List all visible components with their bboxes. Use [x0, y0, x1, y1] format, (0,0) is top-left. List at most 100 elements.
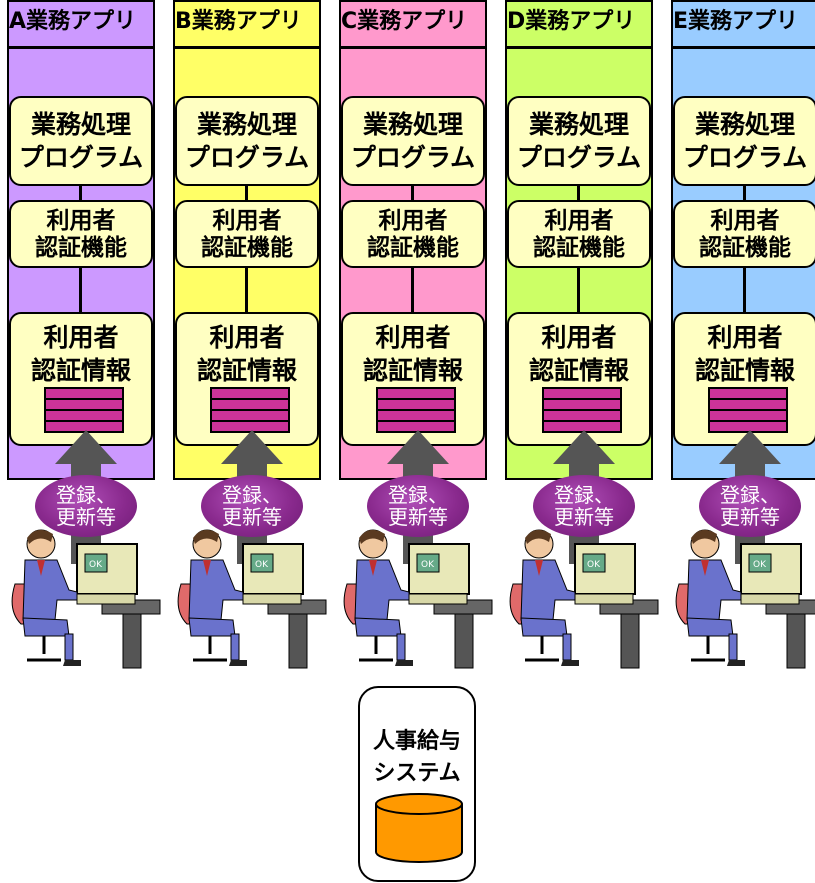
hr-payroll-system-title: 人事給与 システム	[360, 726, 474, 790]
register-label-1: 登録、	[720, 483, 780, 507]
user-auth-info-label-2: 認証情報	[694, 356, 795, 385]
register-update-badge: 登録、 更新等	[533, 475, 635, 537]
office-worker-icon: OK	[509, 529, 659, 669]
connector-line	[743, 268, 746, 314]
business-program-box: 業務処理 プログラム	[341, 96, 485, 186]
user-auth-info-label-2: 認証情報	[362, 356, 463, 385]
app-column-c: C業務アプリ 業務処理 プログラム 利用者 認証機能 利用者 認証情報 登録、 …	[339, 0, 493, 669]
svg-text:OK: OK	[421, 560, 435, 570]
office-worker-icon: OK	[343, 529, 493, 669]
connector-line	[743, 186, 746, 202]
database-icon	[542, 387, 622, 433]
user-auth-function-label-1: 利用者	[212, 208, 282, 234]
title-divider	[173, 46, 321, 49]
database-icon	[376, 387, 456, 433]
user-auth-function-label-2: 認証機能	[367, 235, 459, 261]
connector-line	[245, 268, 248, 314]
title-divider	[7, 46, 155, 49]
database-icon	[375, 793, 463, 863]
user-auth-function-label-1: 利用者	[710, 208, 780, 234]
register-label-2: 更新等	[56, 505, 116, 529]
office-worker-icon: OK	[177, 529, 327, 669]
hr-title-line-2: システム	[373, 761, 461, 786]
user-auth-function-label-1: 利用者	[544, 208, 614, 234]
business-program-box: 業務処理 プログラム	[175, 96, 319, 186]
app-column-d: D業務アプリ 業務処理 プログラム 利用者 認証機能 利用者 認証情報 登録、 …	[505, 0, 659, 669]
business-program-label-1: 業務処理	[694, 110, 795, 139]
office-worker-icon: OK	[11, 529, 161, 669]
business-program-label-2: プログラム	[350, 143, 476, 172]
register-label-2: 更新等	[222, 505, 282, 529]
user-auth-function-label-2: 認証機能	[201, 235, 293, 261]
business-program-box: 業務処理 プログラム	[9, 96, 153, 186]
connector-line	[79, 186, 82, 202]
user-auth-info-label-1: 利用者	[541, 323, 617, 352]
user-auth-function-box: 利用者 認証機能	[341, 200, 485, 268]
svg-text:OK: OK	[255, 560, 269, 570]
user-auth-function-box: 利用者 認証機能	[673, 200, 815, 268]
register-update-badge: 登録、 更新等	[35, 475, 137, 537]
app-column-title: E業務アプリ	[673, 9, 799, 34]
business-program-label-2: プログラム	[184, 143, 310, 172]
business-program-box: 業務処理 プログラム	[673, 96, 815, 186]
user-auth-info-label-2: 認証情報	[30, 356, 131, 385]
business-program-label-1: 業務処理	[30, 110, 131, 139]
business-program-label-1: 業務処理	[528, 110, 629, 139]
business-program-label-1: 業務処理	[196, 110, 297, 139]
user-auth-function-label-1: 利用者	[378, 208, 448, 234]
connector-line	[79, 268, 82, 314]
connector-line	[245, 186, 248, 202]
user-auth-function-box: 利用者 認証機能	[507, 200, 651, 268]
connector-line	[577, 268, 580, 314]
user-auth-function-box: 利用者 認証機能	[9, 200, 153, 268]
user-auth-info-label-1: 利用者	[209, 323, 285, 352]
user-auth-info-label-1: 利用者	[43, 323, 119, 352]
app-column-title: A業務アプリ	[9, 9, 137, 34]
business-program-label-2: プログラム	[18, 143, 144, 172]
app-column-title: B業務アプリ	[175, 9, 302, 34]
user-auth-function-label-2: 認証機能	[699, 235, 791, 261]
office-worker-icon: OK	[675, 529, 815, 669]
user-auth-info-label-2: 認証情報	[528, 356, 629, 385]
app-column-title: D業務アプリ	[507, 9, 636, 34]
svg-text:OK: OK	[89, 560, 103, 570]
register-label-1: 登録、	[554, 483, 614, 507]
app-column-title: C業務アプリ	[341, 9, 468, 34]
connector-line	[577, 186, 580, 202]
business-program-box: 業務処理 プログラム	[507, 96, 651, 186]
business-program-label-1: 業務処理	[362, 110, 463, 139]
app-column-a: A業務アプリ 業務処理 プログラム 利用者 認証機能 利用者 認証情報 登録、 …	[7, 0, 161, 669]
register-label-2: 更新等	[554, 505, 614, 529]
business-program-label-2: プログラム	[682, 143, 808, 172]
user-auth-function-label-2: 認証機能	[35, 235, 127, 261]
connector-line	[411, 268, 414, 314]
title-divider	[339, 46, 487, 49]
register-label-2: 更新等	[388, 505, 448, 529]
user-auth-function-box: 利用者 認証機能	[175, 200, 319, 268]
register-label-1: 登録、	[222, 483, 282, 507]
user-auth-info-label-2: 認証情報	[196, 356, 297, 385]
register-label-2: 更新等	[720, 505, 780, 529]
register-update-badge: 登録、 更新等	[367, 475, 469, 537]
connector-line	[411, 186, 414, 202]
user-auth-function-label-1: 利用者	[46, 208, 116, 234]
database-icon	[44, 387, 124, 433]
user-auth-info-box: 利用者 認証情報	[341, 312, 485, 446]
title-divider	[505, 46, 653, 49]
database-icon	[210, 387, 290, 433]
title-divider	[671, 46, 815, 49]
svg-text:OK: OK	[753, 560, 767, 570]
hr-payroll-system-box: 人事給与 システム	[358, 686, 476, 882]
user-auth-function-label-2: 認証機能	[533, 235, 625, 261]
register-update-badge: 登録、 更新等	[201, 475, 303, 537]
business-program-label-2: プログラム	[516, 143, 642, 172]
app-column-b: B業務アプリ 業務処理 プログラム 利用者 認証機能 利用者 認証情報 登録、 …	[173, 0, 327, 669]
user-auth-info-label-1: 利用者	[375, 323, 451, 352]
app-column-e: E業務アプリ 業務処理 プログラム 利用者 認証機能 利用者 認証情報 登録、 …	[671, 0, 815, 669]
user-auth-info-label-1: 利用者	[707, 323, 783, 352]
register-label-1: 登録、	[388, 483, 448, 507]
hr-title-line-1: 人事給与	[372, 729, 461, 754]
register-label-1: 登録、	[56, 483, 116, 507]
database-icon	[708, 387, 788, 433]
svg-text:OK: OK	[587, 560, 601, 570]
